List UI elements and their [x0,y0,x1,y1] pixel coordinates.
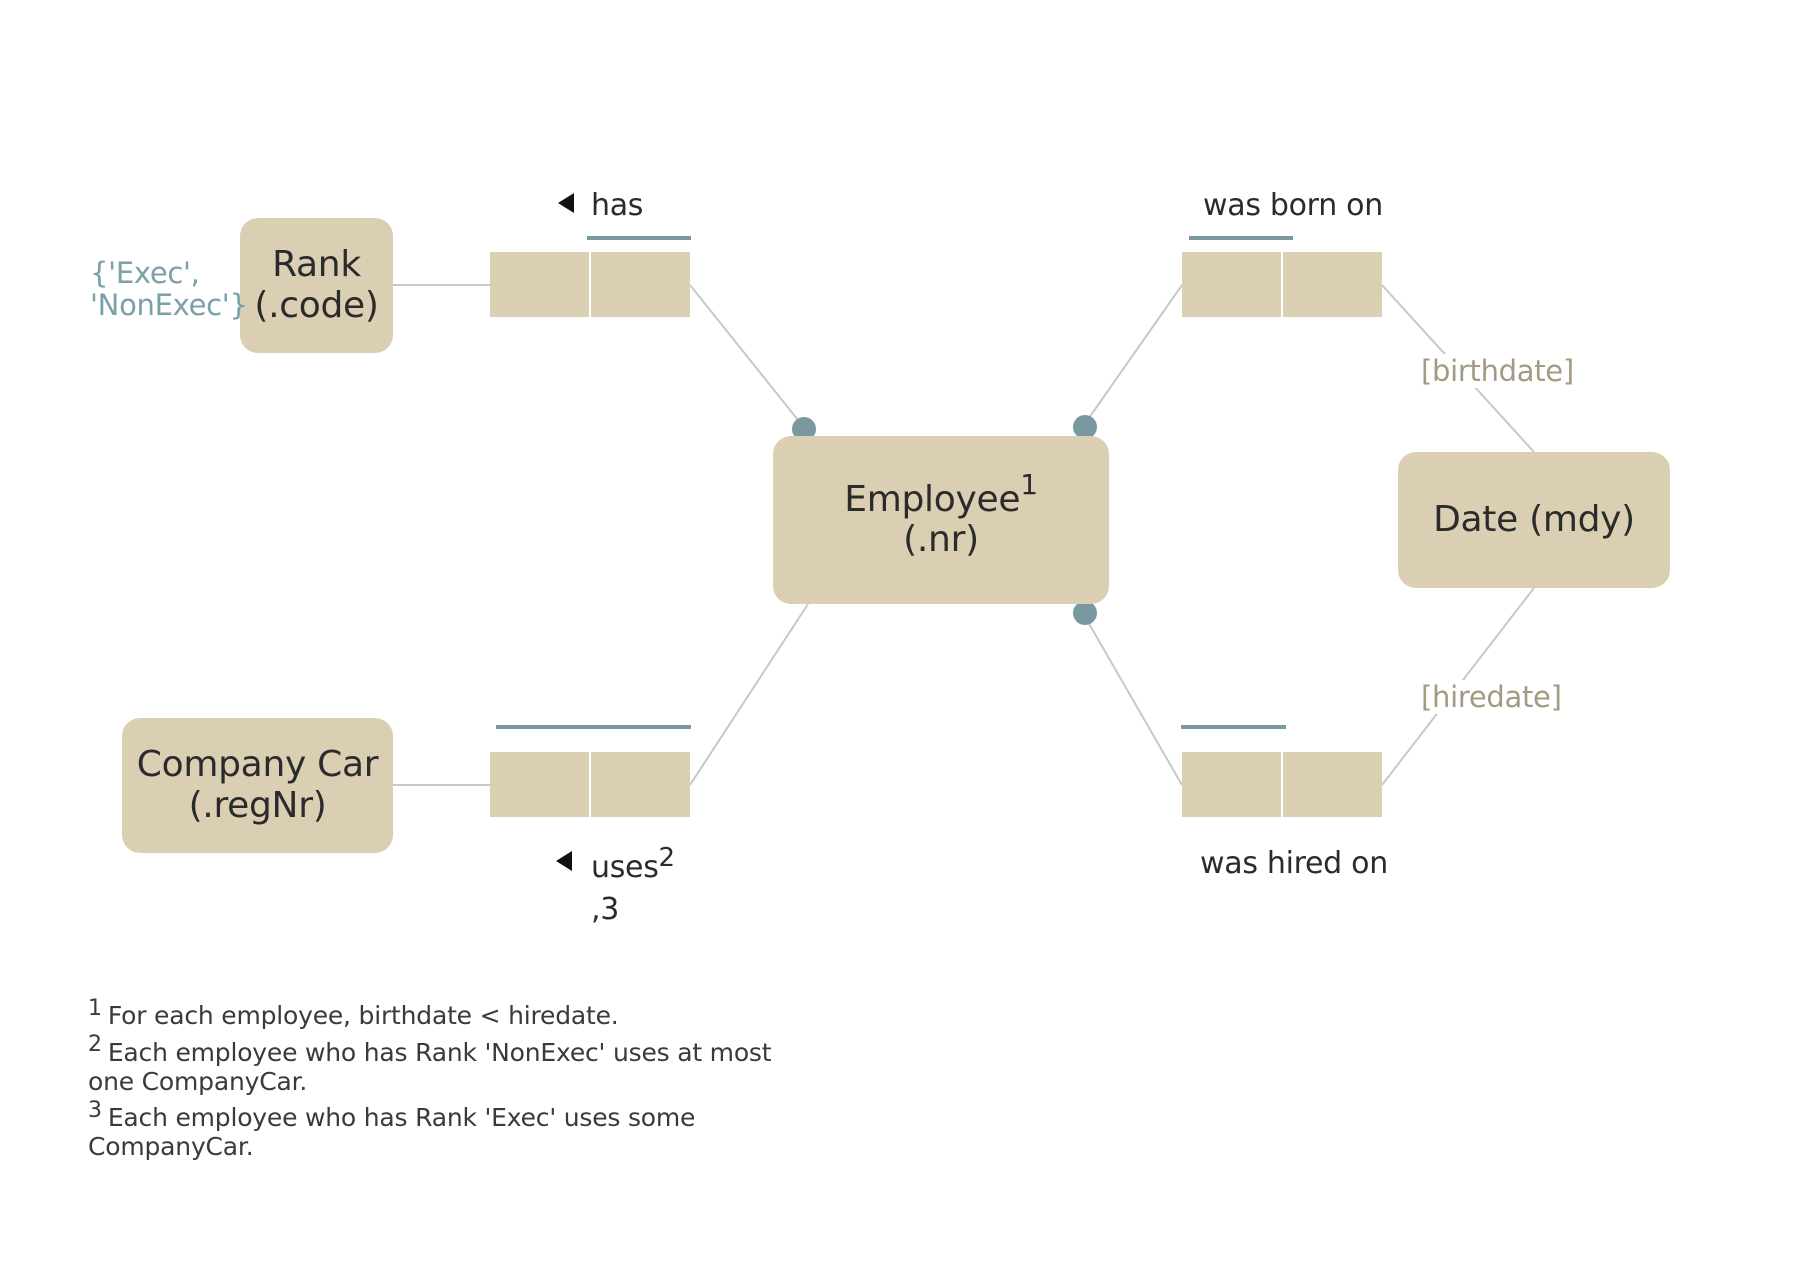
role-hiredon-2[interactable] [1283,752,1382,817]
entity-date[interactable]: Date (mdy) [1398,452,1670,588]
footnote-2-number: 2 [88,1032,102,1058]
role-name-hiredate: [hiredate] [1419,680,1564,714]
footnote-1-number: 1 [88,995,102,1021]
entity-employee-ref: (.nr) [903,519,979,560]
reading-direction-arrow-has [558,193,574,213]
role-bornon-1[interactable] [1182,252,1281,317]
role-hiredon-1[interactable] [1182,752,1281,817]
reading-direction-arrow-uses [556,851,572,871]
role-has-1[interactable] [490,252,589,317]
role-uses-2[interactable] [591,752,690,817]
connector-has-employee [689,284,799,421]
mandatory-dot-bornon [1073,415,1097,439]
reading-has: has [591,188,644,223]
reading-was-born-on: was born on [1203,188,1383,223]
footnote-3-number: 3 [88,1097,102,1123]
role-name-birthdate: [birthdate] [1419,354,1576,388]
entity-rank[interactable]: Rank (.code) [240,218,393,353]
reading-was-hired-on: was hired on [1200,846,1388,881]
entity-employee-footnote-ref: 1 [1020,467,1038,501]
mandatory-dot-has [792,417,816,441]
reading-uses-footnote-cont: ,3 [591,892,620,927]
entity-date-name: Date (mdy) [1433,498,1635,540]
entity-employee-name-line: Employee1 [844,470,1038,520]
connector-employee-hiredon [1083,614,1183,786]
connector-employee-uses [689,603,809,786]
value-constraint-rank: {'Exec', 'NonExec'} [90,257,248,322]
entity-company-car[interactable]: Company Car (.regNr) [122,718,393,853]
role-has-2[interactable] [591,252,690,317]
mandatory-dot-hiredon [1073,601,1097,625]
role-uses-1[interactable] [490,752,589,817]
value-constraint-line2: 'NonExec'} [90,288,248,323]
reading-uses: uses2 [591,845,675,885]
entity-rank-name: Rank [272,244,361,286]
footnote-1-text: For each employee, birthdate < hiredate. [107,1001,619,1030]
role-bornon-2[interactable] [1283,252,1382,317]
entity-company-car-ref: (.regNr) [188,784,327,826]
reading-uses-text: uses [591,850,659,885]
reading-uses-footnote-ref: 2 [658,843,676,873]
entity-employee[interactable]: Employee1 (.nr) [773,436,1109,604]
footnote-3-text: Each employee who has Rank 'Exec' uses s… [88,1103,696,1161]
connector-employee-bornon [1083,284,1183,426]
entity-rank-ref: (.code) [254,284,379,326]
footnote-2-text: Each employee who has Rank 'NonExec' use… [88,1037,772,1096]
entity-company-car-name: Company Car [136,744,379,786]
entity-employee-name: Employee [844,478,1021,520]
value-constraint-line1: {'Exec', [90,256,200,290]
